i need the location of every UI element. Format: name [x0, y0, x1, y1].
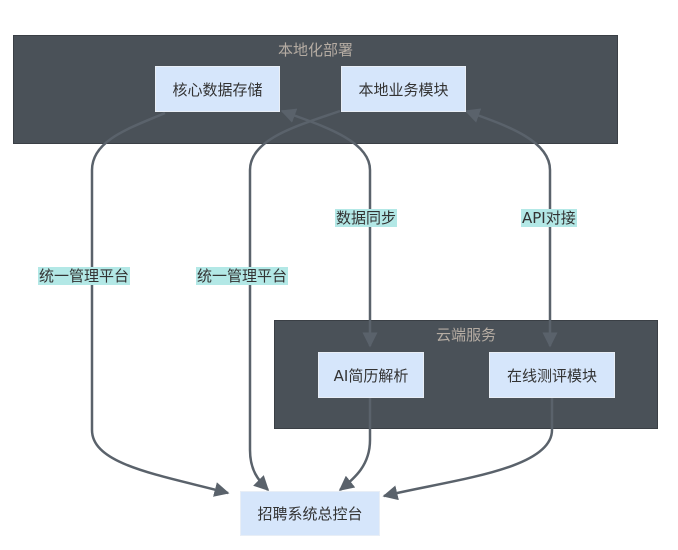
node-ai-resume-parsing[interactable]: AI简历解析 — [318, 352, 424, 398]
node-core-data-storage[interactable]: 核心数据存储 — [155, 66, 280, 112]
edge-online-test-to-console — [382, 398, 554, 501]
edge-ai-resume-to-console — [338, 398, 372, 491]
edge-label-local-business-console: 统一管理平台 — [196, 267, 289, 285]
edge-label-api-integration: API对接 — [521, 209, 577, 227]
cluster-title-local: 本地化部署 — [277, 41, 353, 59]
node-online-assessment-module[interactable]: 在线测评模块 — [489, 352, 615, 398]
edge-ai-resume-core-storage — [280, 108, 378, 348]
node-local-business-module[interactable]: 本地业务模块 — [341, 66, 466, 112]
edge-label-data-sync: 数据同步 — [335, 209, 398, 227]
node-recruitment-console[interactable]: 招聘系统总控台 — [240, 491, 380, 536]
edge-core-storage-to-console — [90, 111, 230, 497]
edge-local-business-to-console — [248, 109, 341, 492]
edge-online-test-local-business — [464, 108, 558, 348]
edge-label-core-storage-console: 统一管理平台 — [38, 267, 131, 285]
